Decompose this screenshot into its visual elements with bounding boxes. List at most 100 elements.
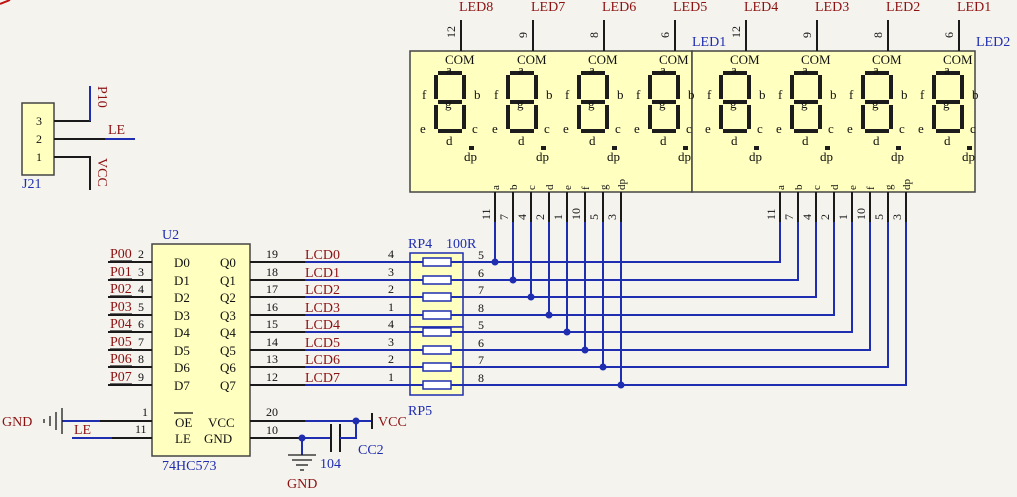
segment-d (652, 129, 676, 133)
segment-pin-letter: f (580, 186, 592, 190)
d-pin-number: 5 (138, 300, 144, 314)
q-pin-number: 15 (266, 317, 278, 331)
segment-pin-letter: b (508, 184, 520, 190)
resistor-right-pin: 8 (478, 301, 484, 315)
segment-letter-dp: dp (536, 149, 549, 164)
segment-a (438, 71, 462, 75)
oe-pin-number: 1 (142, 405, 148, 419)
segment-e (506, 105, 510, 129)
segment-e (434, 105, 438, 129)
resistor-right-pin: 7 (478, 283, 484, 297)
segment-pin-letter: g (598, 184, 610, 190)
q-pin-number: 13 (266, 352, 278, 366)
segment-pin-right-c: c4 (800, 185, 823, 222)
segment-c (676, 105, 680, 129)
com-label: COM (517, 52, 547, 67)
resistor-left-pin: 3 (388, 265, 394, 279)
segment-pin-left-f: f10 (569, 186, 592, 222)
segment-letter-c: c (970, 121, 976, 136)
rp4-ref: RP4 (408, 237, 432, 252)
segment-pin-letter: b (793, 184, 805, 190)
segment-f (648, 75, 652, 99)
segment-pin-left-b: b7 (497, 184, 520, 222)
d-pin-name: D5 (174, 343, 190, 358)
segment-letter-d: d (944, 133, 951, 148)
segment-bus-wires (463, 222, 907, 389)
left-gnd-symbol: GND (2, 408, 100, 434)
digit-label: LED1 (957, 0, 991, 15)
segment-letter-dp: dp (820, 149, 833, 164)
digit-com-pin: 8 (871, 32, 885, 38)
segment-letter-e: e (563, 121, 569, 136)
vcc-pin-number: 20 (266, 405, 278, 419)
d-pin-name: D6 (174, 360, 190, 375)
segment-dp (967, 146, 972, 150)
segment-pin-left-c: c4 (515, 185, 538, 222)
segment-net-f (463, 222, 871, 354)
resistor-left-pin: 2 (388, 352, 394, 366)
segment-d (794, 129, 818, 133)
q-pin-name: Q6 (220, 360, 236, 375)
d-pin-number: 7 (138, 335, 144, 349)
resistor-pack-rp5: RP5 (408, 326, 464, 419)
segment-pin-number: 7 (782, 214, 796, 220)
segment-letter-c: c (757, 121, 763, 136)
segment-pin-number: 11 (479, 208, 493, 220)
segment-a (581, 71, 605, 75)
segment-g (510, 100, 534, 104)
segment-c (889, 105, 893, 129)
junction-dot (599, 363, 607, 371)
segment-dp (825, 146, 830, 150)
lcd-net-label: LCD4 (305, 318, 340, 333)
junction-dot (527, 293, 535, 301)
segment-pin-left-dp: dp3 (605, 179, 628, 222)
segment-c (960, 105, 964, 129)
segment-net-dp (463, 222, 907, 389)
segment-pin-number: 4 (800, 214, 814, 220)
port-label: P05 (110, 335, 132, 350)
segment-pin-left-d: d2 (533, 184, 556, 222)
segment-pin-number: 4 (515, 214, 529, 220)
segment-letter-g: g (943, 96, 950, 111)
segment-b (747, 75, 751, 99)
segment-letter-d: d (446, 133, 453, 148)
segment-pin-right-d: d2 (818, 184, 841, 222)
segment-b (534, 75, 538, 99)
segment-letter-a: a (944, 62, 950, 77)
segment-letter-b: b (474, 87, 481, 102)
segment-g (438, 100, 462, 104)
segment-c (818, 105, 822, 129)
segment-pin-letter: a (775, 185, 787, 190)
q-pin-name: Q7 (220, 378, 236, 393)
segment-pin-left-a: a11 (479, 185, 502, 222)
segment-dp (754, 146, 759, 150)
segment-letter-e: e (634, 121, 640, 136)
port-label: P04 (110, 317, 132, 332)
resistor-right-pin: 5 (478, 318, 484, 332)
left-le-label: LE (74, 423, 91, 438)
le-name: LE (175, 431, 191, 446)
port-label: P06 (110, 352, 132, 367)
d-pin-number: 8 (138, 352, 144, 366)
d-pin-number: 2 (138, 247, 144, 261)
segment-letter-b: b (546, 87, 553, 102)
segment-letter-g: g (588, 96, 595, 111)
segment-a (865, 71, 889, 75)
junction-dot (617, 381, 625, 389)
q-pin-name: Q4 (220, 325, 236, 340)
segment-pin-letter: e (847, 185, 859, 190)
segment-letter-f: f (422, 87, 427, 102)
d-pin-number: 6 (138, 317, 144, 331)
